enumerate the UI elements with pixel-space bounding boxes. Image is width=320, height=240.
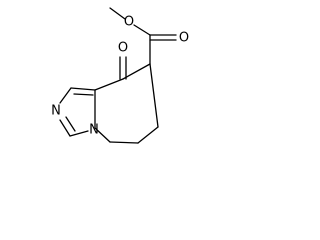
chemical-structure-diagram: O O O N N [51,7,189,144]
atom-ketone-oxygen: O [118,41,128,56]
bond-c8a-c1-b [73,93,94,96]
bond-c1-n2 [59,87,72,104]
bond-c6-c7 [137,126,159,144]
bond-o-estercarbon [133,24,151,36]
bond-c3-n [69,130,89,137]
bond-n2-c3-b [65,116,76,132]
bond-c7-c8 [149,63,159,128]
bond-n2-c3-a [59,119,71,137]
bond-n-c5 [94,127,111,143]
bond-c8a-c1-a [70,87,96,91]
atom-fused-nitrogen: N [89,123,99,138]
bond-c5-c6 [109,141,139,144]
bond-c8-c9 [122,63,151,80]
atom-methyl-oxygen: O [124,15,134,30]
bond-methyl-o [109,7,126,20]
atom-imine-nitrogen: N [51,104,61,119]
atom-ester-carbonyl-oxygen: O [179,31,189,46]
bond-c9-c8a [94,78,124,91]
